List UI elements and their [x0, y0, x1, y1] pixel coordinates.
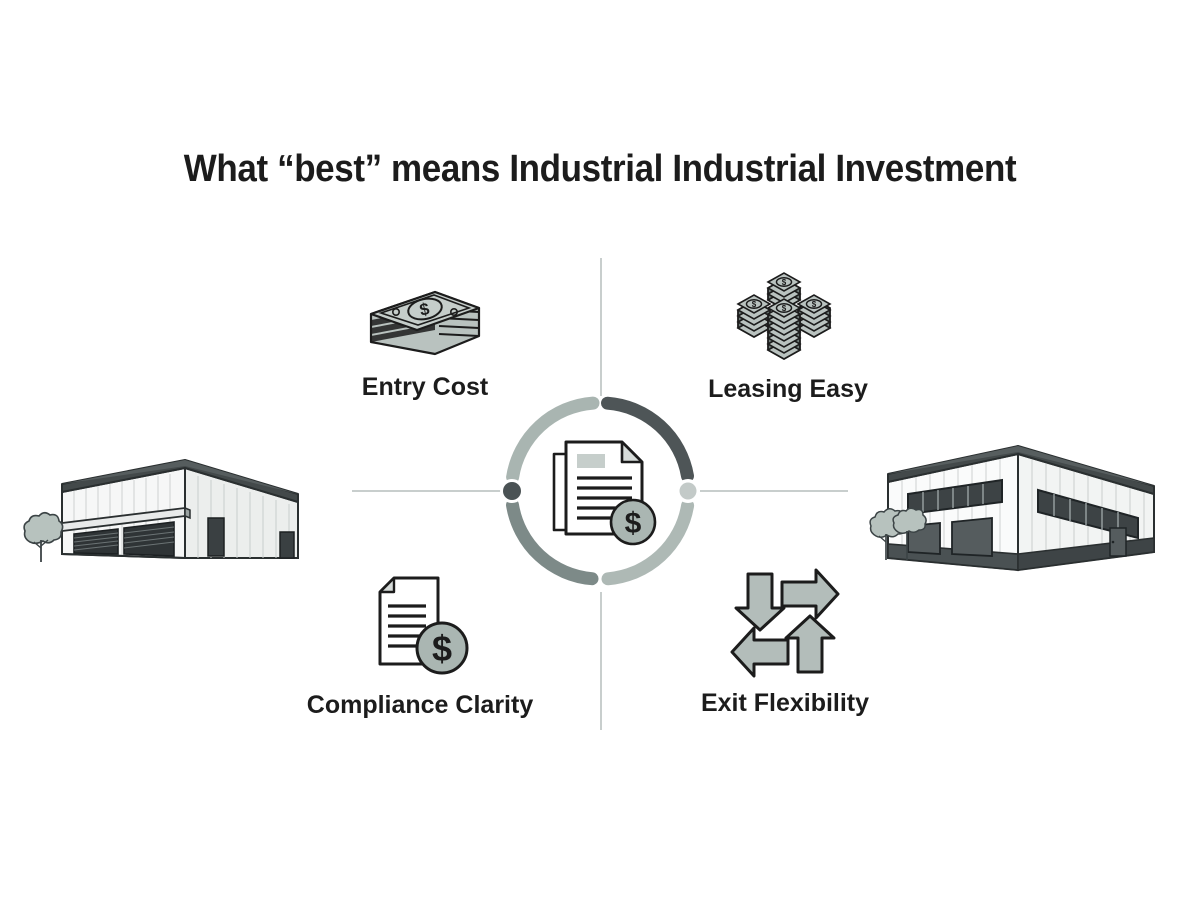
ring-node-left — [503, 482, 521, 500]
ring-node-right — [679, 482, 697, 500]
ring-segment-top-right — [601, 396, 694, 483]
ring-segment-top-left — [506, 396, 600, 484]
document-dollar-icon: $ — [250, 572, 590, 685]
quadrant-entry-cost[interactable]: $ Entry Cost — [265, 262, 585, 402]
coin-stacks-icon: $ $ $ — [618, 264, 958, 369]
quadrant-leasing-easy[interactable]: $ $ $ — [618, 264, 958, 404]
ring-segment-bottom-right — [601, 499, 695, 586]
quadrant-label: Exit Flexibility — [700, 689, 870, 717]
svg-text:$: $ — [418, 299, 432, 320]
cash-stack-icon: $ — [265, 262, 585, 367]
documents-with-dollar-coin-icon: $ — [546, 432, 664, 550]
quadrant-label: Compliance Clarity — [306, 691, 534, 719]
quadrant-compliance-clarity[interactable]: $ Compliance Clarity — [250, 572, 590, 720]
svg-text:$: $ — [782, 278, 787, 287]
warehouse-building-illustration-right — [862, 436, 1174, 583]
svg-text:$: $ — [812, 300, 817, 309]
ring-segment-bottom-left — [506, 498, 599, 586]
divider-horizontal-right — [700, 490, 848, 492]
page-title: What “best” means Industrial Industrial … — [183, 148, 1017, 190]
center-ring — [497, 388, 703, 594]
quadrant-label: Entry Cost — [361, 373, 489, 401]
tree-icon — [23, 511, 64, 562]
svg-text:$: $ — [432, 628, 452, 669]
cyclic-arrows-icon — [620, 566, 950, 683]
svg-text:$: $ — [782, 304, 787, 313]
quadrant-exit-flexibility[interactable]: Exit Flexibility — [620, 566, 950, 718]
divider-vertical-top — [600, 258, 602, 396]
divider-horizontal-left — [352, 490, 502, 492]
tree-icon — [892, 507, 927, 560]
divider-vertical-bottom — [600, 592, 602, 730]
warehouse-building-illustration-left — [22, 446, 322, 581]
svg-text:$: $ — [625, 507, 642, 540]
quadrant-label: Leasing Easy — [708, 375, 868, 403]
svg-text:$: $ — [752, 300, 757, 309]
